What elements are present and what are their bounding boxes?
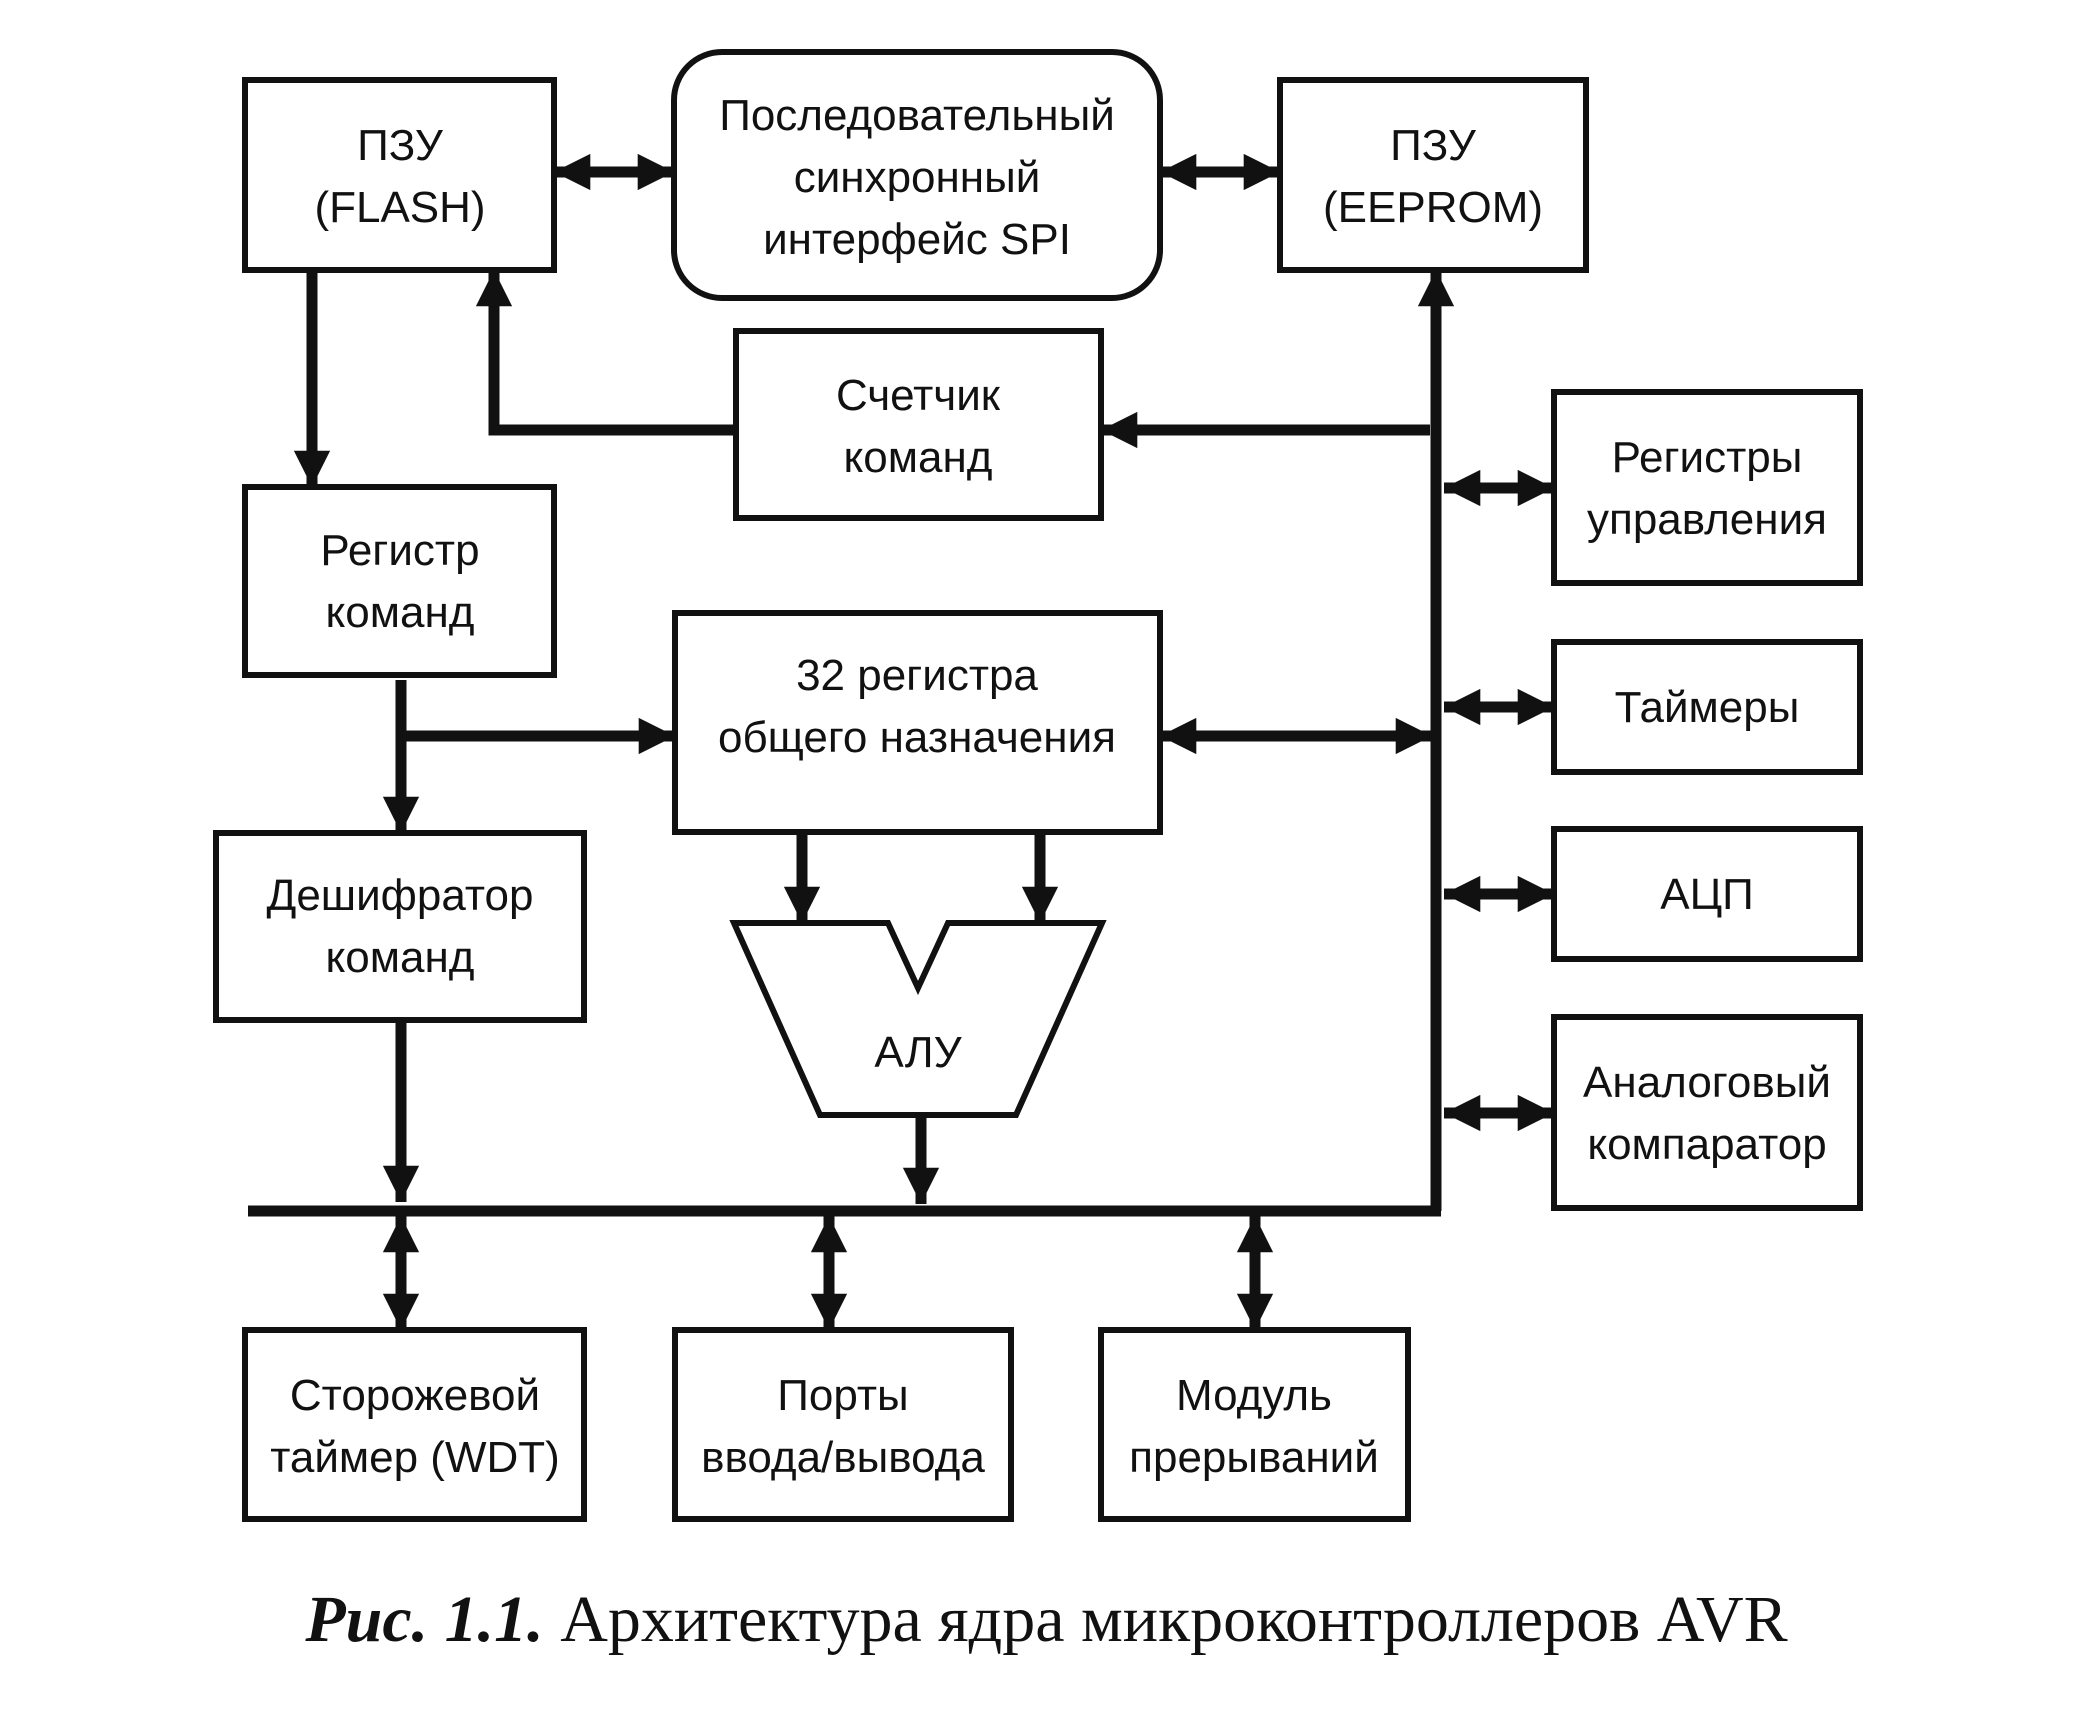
decoder-label-line-2: команд <box>326 933 475 982</box>
eeprom-memory-block: ПЗУ (EEPROM) <box>1277 77 1589 273</box>
io-ports-block: Порты ввода/вывода <box>672 1327 1014 1522</box>
program-counter-label-line-1: Счетчик <box>836 371 1001 420</box>
decoder-label-line-1: Дешифратор <box>267 871 534 920</box>
spi-label-line-1: Последовательный <box>719 91 1115 140</box>
interrupt-label-line-2: прерываний <box>1129 1433 1379 1482</box>
control-registers-label-line-1: Регистры <box>1612 433 1803 482</box>
io-ports-label-line-2: ввода/вывода <box>701 1433 985 1482</box>
program-counter-block: Счетчик команд <box>733 328 1104 521</box>
flash-memory-block: ПЗУ (FLASH) <box>242 77 557 273</box>
figure-caption-text: Архитектура ядра микроконтроллеров AVR <box>560 1583 1788 1656</box>
instruction-register-label-line-1: Регистр <box>320 526 479 575</box>
flash-label-line-2: (FLASH) <box>314 183 485 232</box>
wdt-label-line-1: Сторожевой <box>290 1371 540 1420</box>
instruction-decoder-block: Дешифратор команд <box>213 830 587 1023</box>
control-registers-block: Регистры управления <box>1551 389 1863 586</box>
connections <box>248 153 1554 1330</box>
wdt-label-line-2: таймер (WDT) <box>270 1433 560 1482</box>
spi-interface-block: Последовательный синхронный интерфейс SP… <box>671 49 1163 301</box>
alu-block: АЛУ <box>729 920 1107 1118</box>
watchdog-timer-block: Сторожевой таймер (WDT) <box>242 1327 587 1522</box>
timers-label: Таймеры <box>1615 683 1800 732</box>
instruction-register-block: Регистр команд <box>242 484 557 678</box>
program-counter-label-line-2: команд <box>844 433 993 482</box>
figure-caption-number: Рис. 1.1. <box>305 1583 544 1656</box>
eeprom-label-line-2: (EEPROM) <box>1323 183 1543 232</box>
timers-block: Таймеры <box>1551 639 1863 775</box>
gpr-label-line-1: 32 регистра <box>796 651 1038 700</box>
analog-comparator-block: Аналоговый компаратор <box>1551 1014 1863 1211</box>
comparator-label-line-1: Аналоговый <box>1583 1058 1831 1107</box>
adc-label: АЦП <box>1660 870 1754 919</box>
io-ports-label-line-1: Порты <box>777 1371 908 1420</box>
alu-label: АЛУ <box>874 1028 962 1077</box>
control-registers-label-line-2: управления <box>1587 495 1827 544</box>
spi-label-line-3: интерфейс SPI <box>763 215 1071 264</box>
spi-label-line-2: синхронный <box>794 153 1041 202</box>
figure-caption: Рис. 1.1. Архитектура ядра микроконтролл… <box>0 1582 2093 1658</box>
adc-block: АЦП <box>1551 826 1863 962</box>
interrupt-module-block: Модуль прерываний <box>1098 1327 1411 1522</box>
general-purpose-registers-block: 32 регистра общего назначения <box>672 610 1163 835</box>
gpr-label-line-2: общего назначения <box>718 713 1116 762</box>
eeprom-label-line-1: ПЗУ <box>1390 121 1477 170</box>
comparator-label-line-2: компаратор <box>1587 1120 1826 1169</box>
flash-label-line-1: ПЗУ <box>357 121 444 170</box>
instruction-register-label-line-2: команд <box>326 588 475 637</box>
interrupt-label-line-1: Модуль <box>1176 1371 1332 1420</box>
